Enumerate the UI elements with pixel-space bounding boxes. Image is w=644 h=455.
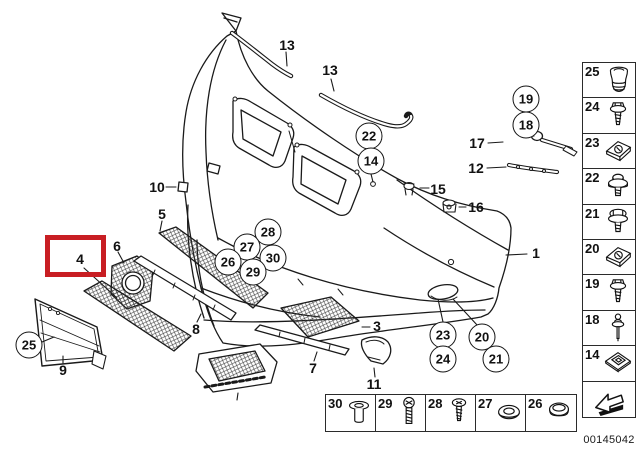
legend-box-30[interactable]: 30: [325, 394, 377, 432]
hex-bolt-icon: [607, 208, 629, 232]
legend-box-28[interactable]: 28: [425, 394, 477, 432]
expanding-rivet-icon: [609, 66, 629, 92]
circled-callout-18[interactable]: 18: [512, 111, 540, 139]
circled-callout-29[interactable]: 29: [239, 258, 267, 286]
cage-nut-icon: [604, 352, 632, 373]
callout-7[interactable]: 7: [309, 360, 317, 376]
cover-11-shape: [360, 336, 392, 365]
legend-box-20[interactable]: 20: [582, 239, 636, 277]
legend-number: 14: [585, 347, 600, 363]
legend-box-23[interactable]: 23: [582, 132, 636, 170]
legend-box-25[interactable]: 25: [582, 62, 636, 99]
legend-box-18[interactable]: 18: [582, 309, 636, 347]
grille-5-shape: [158, 226, 269, 309]
circled-callout-25[interactable]: 25: [15, 331, 43, 359]
legend-number: 19: [585, 276, 600, 292]
sleeve-nut-icon: [348, 400, 369, 423]
circled-callout-22[interactable]: 22: [355, 122, 383, 150]
washer-screw-icon: [607, 173, 629, 197]
legend-number: 22: [585, 170, 600, 186]
short-screw-icon: [451, 398, 466, 422]
legend-box-26[interactable]: 26: [525, 394, 577, 432]
circled-callout-24[interactable]: 24: [429, 345, 457, 373]
legend-number: 20: [585, 241, 600, 257]
circled-callout-14[interactable]: 14: [357, 147, 385, 175]
leader-lines: [41, 51, 535, 401]
legend-number: 21: [585, 205, 600, 221]
callout-12[interactable]: 12: [468, 160, 484, 176]
legend-number: 28: [428, 396, 443, 411]
long-screw-icon: [402, 396, 415, 424]
washer-icon: [497, 404, 520, 420]
callout-11[interactable]: 11: [366, 376, 382, 392]
legend-box-arrow: [582, 380, 636, 418]
callout-13[interactable]: 13: [322, 62, 338, 78]
callout-16[interactable]: 16: [468, 199, 484, 215]
rivet-pin-icon: [611, 313, 625, 342]
legend-number: 24: [585, 99, 600, 115]
legend-number: 27: [478, 396, 493, 411]
callout-1[interactable]: 1: [532, 245, 540, 261]
circled-callout-26[interactable]: 26: [214, 248, 242, 276]
legend-number: 25: [585, 64, 600, 79]
legend-box-24[interactable]: 24: [582, 97, 636, 135]
circled-callout-21[interactable]: 21: [482, 345, 510, 373]
legend-box-22[interactable]: 22: [582, 168, 636, 206]
highlight-box: [45, 235, 106, 277]
strip-7-shape: [254, 324, 350, 356]
clip-nut-icon: [605, 140, 632, 162]
legend-number: 18: [585, 311, 600, 327]
callout-6[interactable]: 6: [113, 238, 121, 254]
callout-8[interactable]: 8: [192, 321, 200, 337]
clip-nut-icon: [605, 246, 632, 268]
fastener-legend-row: 30 29 28: [325, 394, 577, 432]
strip-8-shape: [133, 255, 237, 321]
callout-9[interactable]: 9: [59, 362, 67, 378]
legend-number: 29: [378, 396, 393, 411]
screw-icon: [609, 279, 627, 303]
plug-icon: [548, 402, 569, 417]
circled-callout-19[interactable]: 19: [512, 85, 540, 113]
callout-13[interactable]: 13: [279, 37, 295, 53]
callout-4[interactable]: 4: [76, 251, 84, 267]
circled-callout-23[interactable]: 23: [429, 321, 457, 349]
direction-arrow-icon: [595, 393, 624, 416]
fastener-legend-column: 25 24 23: [582, 62, 636, 418]
legend-box-14[interactable]: 14: [582, 345, 636, 383]
screw-icon: [609, 102, 627, 126]
callout-10[interactable]: 10: [149, 179, 165, 195]
legend-box-21[interactable]: 21: [582, 203, 636, 241]
legend-box-27[interactable]: 27: [475, 394, 527, 432]
callout-5[interactable]: 5: [158, 206, 166, 222]
legend-number: 26: [528, 396, 543, 411]
grille-3-shape: [280, 296, 360, 338]
legend-box-29[interactable]: 29: [375, 394, 427, 432]
callout-15[interactable]: 15: [430, 181, 446, 197]
grille-4-shape: [83, 280, 192, 352]
legend-box-19[interactable]: 19: [582, 274, 636, 312]
diagram-sheet-number: 00145042: [583, 434, 635, 446]
legend-number: 23: [585, 134, 600, 150]
cap-part-shape: [177, 181, 189, 193]
callout-3[interactable]: 3: [373, 318, 381, 334]
legend-number: 30: [328, 396, 343, 411]
callout-17[interactable]: 17: [469, 135, 485, 151]
